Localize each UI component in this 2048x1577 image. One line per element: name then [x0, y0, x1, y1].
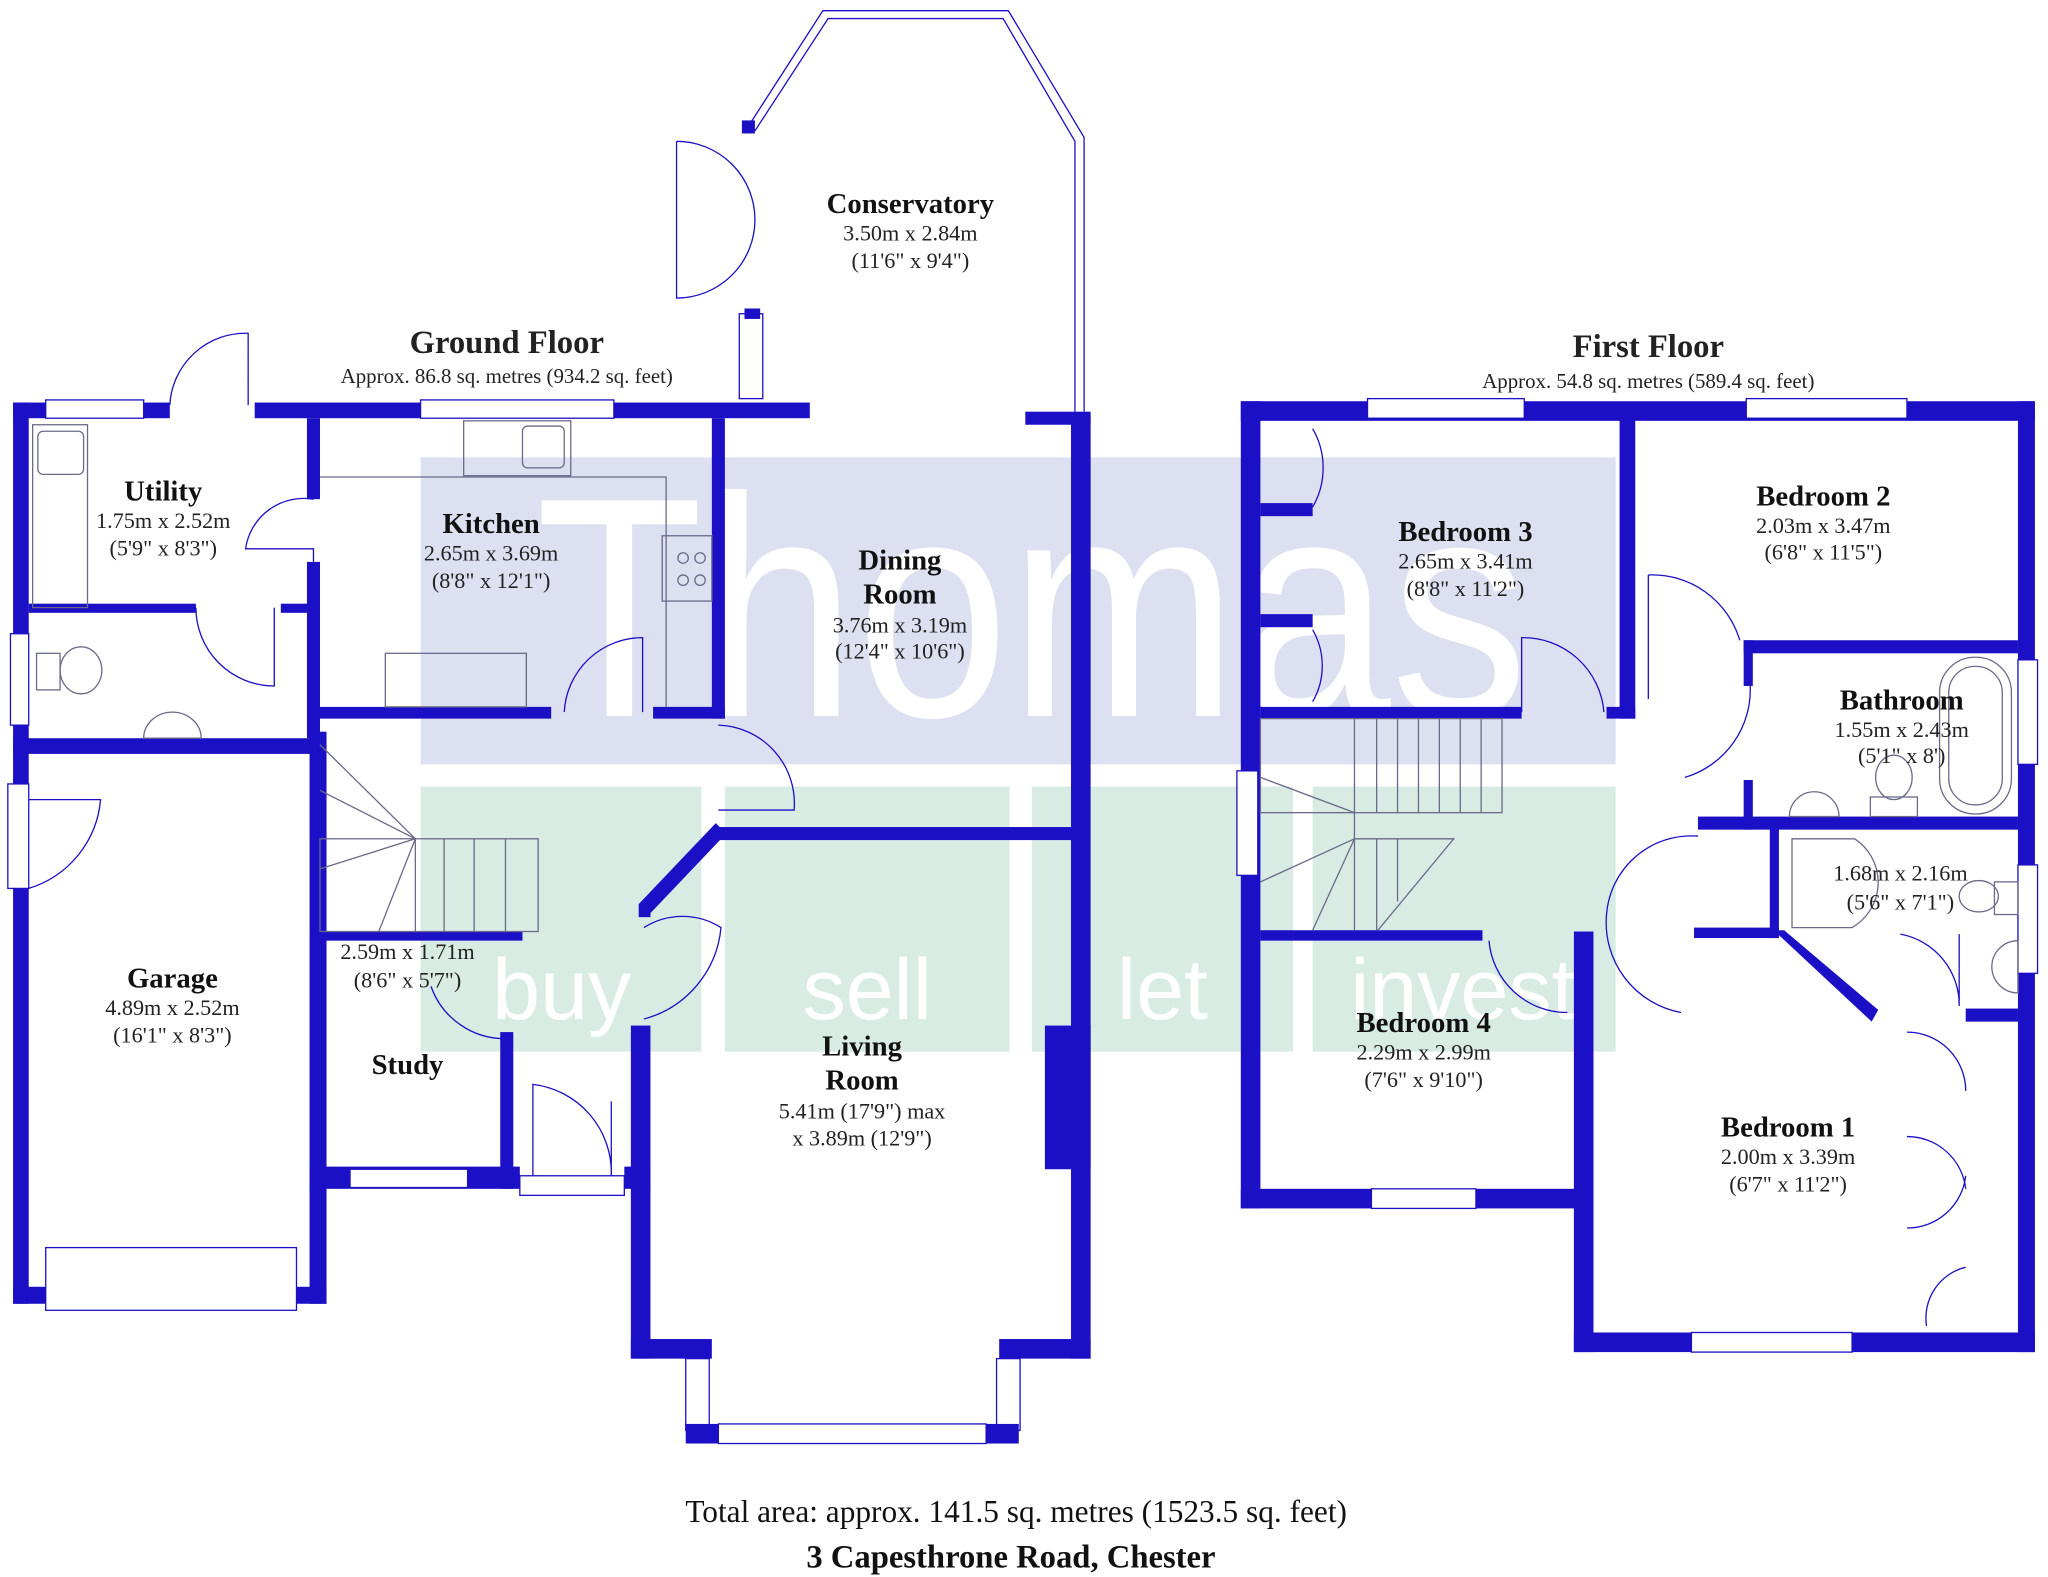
window	[1690, 1331, 1853, 1353]
kitchen-label: Kitchen	[442, 508, 539, 540]
bathroom-imperial: (5'1" x 8')	[1858, 743, 1945, 768]
window	[1370, 1188, 1477, 1210]
first-floor-title: First Floor	[1573, 329, 1724, 365]
bedroom3-label: Bedroom 3	[1398, 516, 1532, 548]
utility-metric: 1.75m x 2.52m	[96, 508, 230, 533]
window	[2017, 864, 2039, 974]
door-swing	[430, 986, 507, 1040]
bedroom4-label: Bedroom 4	[1357, 1007, 1491, 1039]
watermark-tag-let: let	[1117, 942, 1208, 1038]
window	[9, 633, 30, 726]
bedroom2-metric: 2.03m x 3.47m	[1756, 513, 1890, 538]
watermark-green-panel	[420, 786, 702, 1052]
conservatory-imperial: (11'6" x 9'4")	[852, 248, 970, 273]
living-room-imperial: x 3.89m (12'9")	[792, 1126, 931, 1151]
door-swing	[1488, 940, 1582, 1014]
utility-fixtures	[31, 424, 202, 739]
utility-label: Utility	[124, 475, 203, 507]
bedroom3-imperial: (8'8" x 11'2")	[1407, 576, 1525, 601]
bedroom3-metric: 2.65m x 3.41m	[1398, 548, 1532, 573]
door-swing	[1312, 428, 1324, 508]
living-room-label: Room	[825, 1065, 898, 1097]
door-swing	[195, 607, 275, 687]
dining-room-label: Dining	[858, 545, 942, 577]
door-swing	[1312, 629, 1323, 702]
utility-imperial: (5'9" x 8'3")	[110, 535, 217, 560]
window	[1236, 770, 1259, 877]
kitchen-metric: 2.65m x 3.69m	[424, 541, 558, 566]
door-swing	[244, 497, 315, 562]
conservatory-label: Conservatory	[827, 188, 995, 220]
conservatory-walls	[675, 10, 1085, 412]
study-label: Study	[372, 1049, 444, 1081]
door-swing	[1684, 685, 1751, 779]
window	[995, 1357, 1021, 1432]
stairs	[1259, 717, 1503, 931]
window	[1745, 397, 1908, 419]
first-floor-area: Approx. 54.8 sq. metres (589.4 sq. feet)	[1482, 369, 1814, 393]
ground-floor-plan	[7, 10, 1091, 1445]
bathroom-metric: 1.55m x 2.43m	[1835, 717, 1969, 742]
watermark-tag-invest: invest	[1350, 942, 1575, 1038]
door-swing	[1900, 933, 1960, 1006]
kitchen-imperial: (8'8" x 12'1")	[432, 568, 551, 593]
garage-label: Garage	[127, 963, 218, 995]
window	[2017, 659, 2039, 765]
door-swing	[643, 915, 722, 1020]
ensuite-imperial: (5'6" x 7'1")	[1847, 889, 1954, 914]
window	[349, 1168, 469, 1189]
conservatory-metric: 3.50m x 2.84m	[843, 221, 977, 246]
bathroom-fixtures	[1788, 656, 2019, 994]
bedroom4-metric: 2.29m x 2.99m	[1356, 1040, 1490, 1065]
total-area: Total area: approx. 141.5 sq. metres (15…	[685, 1494, 1347, 1529]
wardrobe-door	[1906, 1031, 1967, 1327]
window	[685, 1357, 710, 1432]
bedroom2-label: Bedroom 2	[1756, 481, 1890, 513]
ensuite-metric: 1.68m x 2.16m	[1833, 861, 1967, 886]
front-door	[519, 1175, 625, 1197]
watermark-green-panel	[1312, 786, 1616, 1052]
dining-room-label: Room	[863, 579, 936, 611]
bedroom1-imperial: (6'7" x 11'2")	[1729, 1171, 1847, 1196]
garage-imperial: (16'1" x 8'3")	[113, 1023, 232, 1048]
bedroom2-imperial: (6'8" x 11'5")	[1764, 539, 1882, 564]
first-floor-plan	[1236, 397, 2039, 1353]
door-swing	[563, 636, 644, 713]
door-swing	[1647, 574, 1741, 700]
door-swing	[1605, 835, 1699, 1014]
window	[45, 399, 145, 419]
study-metric: 2.59m x 1.71m	[340, 939, 474, 964]
bedroom1-label: Bedroom 1	[1721, 1112, 1855, 1144]
dining-room-imperial: (12'4" x 10'6")	[835, 639, 965, 664]
door-swing	[169, 332, 249, 406]
garage-door	[45, 1246, 298, 1311]
property-address: 3 Capesthrone Road, Chester	[806, 1540, 1215, 1576]
dining-room-metric: 3.76m x 3.19m	[833, 612, 967, 637]
watermark-tag-sell: sell	[803, 942, 932, 1038]
bathroom-label: Bathroom	[1840, 684, 1964, 716]
garage-side-door	[7, 783, 30, 890]
watermark-brand: Thomas	[536, 433, 1529, 783]
living-room-metric: 5.41m (17'9") max	[779, 1098, 946, 1123]
window	[1366, 397, 1525, 419]
door-swing	[718, 724, 796, 811]
bedroom1-metric: 2.00m x 3.39m	[1721, 1144, 1855, 1169]
watermark-tag-buy: buy	[492, 942, 631, 1038]
window	[419, 399, 615, 419]
living-room-label: Living	[822, 1031, 902, 1063]
study-imperial: (8'6" x 5'7")	[354, 968, 461, 993]
garage-metric: 4.89m x 2.52m	[105, 995, 239, 1020]
bedroom4-imperial: (7'6" x 9'10")	[1364, 1067, 1483, 1092]
window	[717, 1423, 987, 1445]
ground-floor-title: Ground Floor	[410, 325, 604, 361]
kitchen-fixtures	[320, 420, 713, 708]
ground-floor-area: Approx. 86.8 sq. metres (934.2 sq. feet)	[341, 364, 673, 388]
stairs	[319, 744, 539, 933]
door-swing	[1520, 636, 1605, 713]
